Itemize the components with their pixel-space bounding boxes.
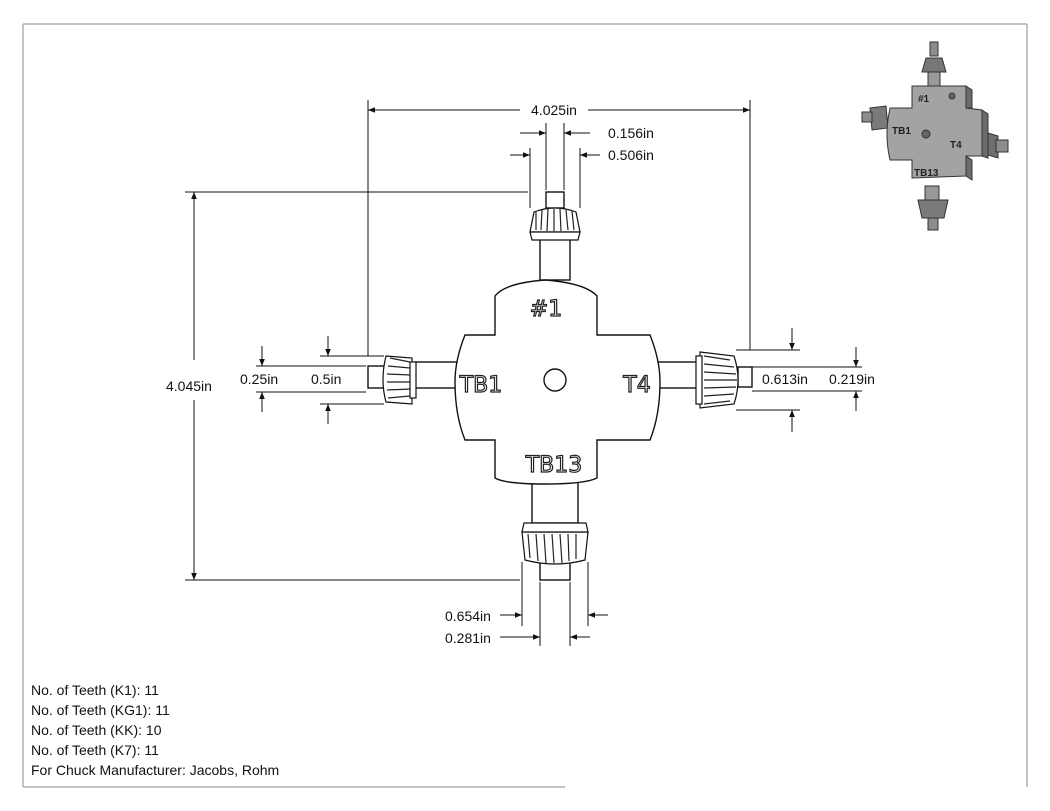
note-teeth-k7: No. of Teeth (K7): 11 (31, 742, 159, 758)
thumb-label-right: T4 (950, 140, 962, 151)
thumbnail-labels: #1 TB1 T4 TB13 (892, 94, 962, 179)
dimension-lines (185, 100, 862, 646)
note-teeth-kg1: No. of Teeth (KG1): 11 (31, 702, 170, 718)
bottom-gear (521, 522, 589, 565)
thumb-label-bottom: TB13 (914, 168, 939, 179)
top-gear (529, 207, 581, 241)
dim-bottom-gear: 0.654in (445, 608, 491, 624)
note-teeth-k1: No. of Teeth (K1): 11 (31, 682, 159, 698)
dim-overall-width: 4.025in (531, 102, 577, 118)
dim-overall-height: 4.045in (166, 378, 212, 394)
label-right: T4 (622, 373, 650, 398)
dim-right-gear: 0.613in (762, 371, 808, 387)
sheet-border (22, 23, 1028, 788)
dim-top-gear: 0.506in (608, 147, 654, 163)
dim-bottom-pin: 0.281in (445, 630, 491, 646)
tool-body (367, 191, 753, 581)
label-top: #1 (530, 297, 562, 322)
left-gear (382, 355, 417, 405)
dim-top-pin: 0.156in (608, 125, 654, 141)
dim-left-gear: 0.5in (311, 371, 341, 387)
note-teeth-kk: No. of Teeth (KK): 10 (31, 722, 162, 738)
note-chuck-manufacturer: For Chuck Manufacturer: Jacobs, Rohm (31, 762, 280, 778)
thumb-label-top: #1 (918, 94, 930, 105)
thumb-label-left: TB1 (892, 126, 911, 137)
dim-left-pin: 0.25in (240, 371, 278, 387)
label-bottom: TB13 (525, 453, 583, 478)
isometric-thumbnail (861, 41, 1009, 231)
right-gear (695, 351, 739, 409)
dim-right-pin: 0.219in (829, 371, 875, 387)
label-left: TB1 (459, 373, 503, 398)
